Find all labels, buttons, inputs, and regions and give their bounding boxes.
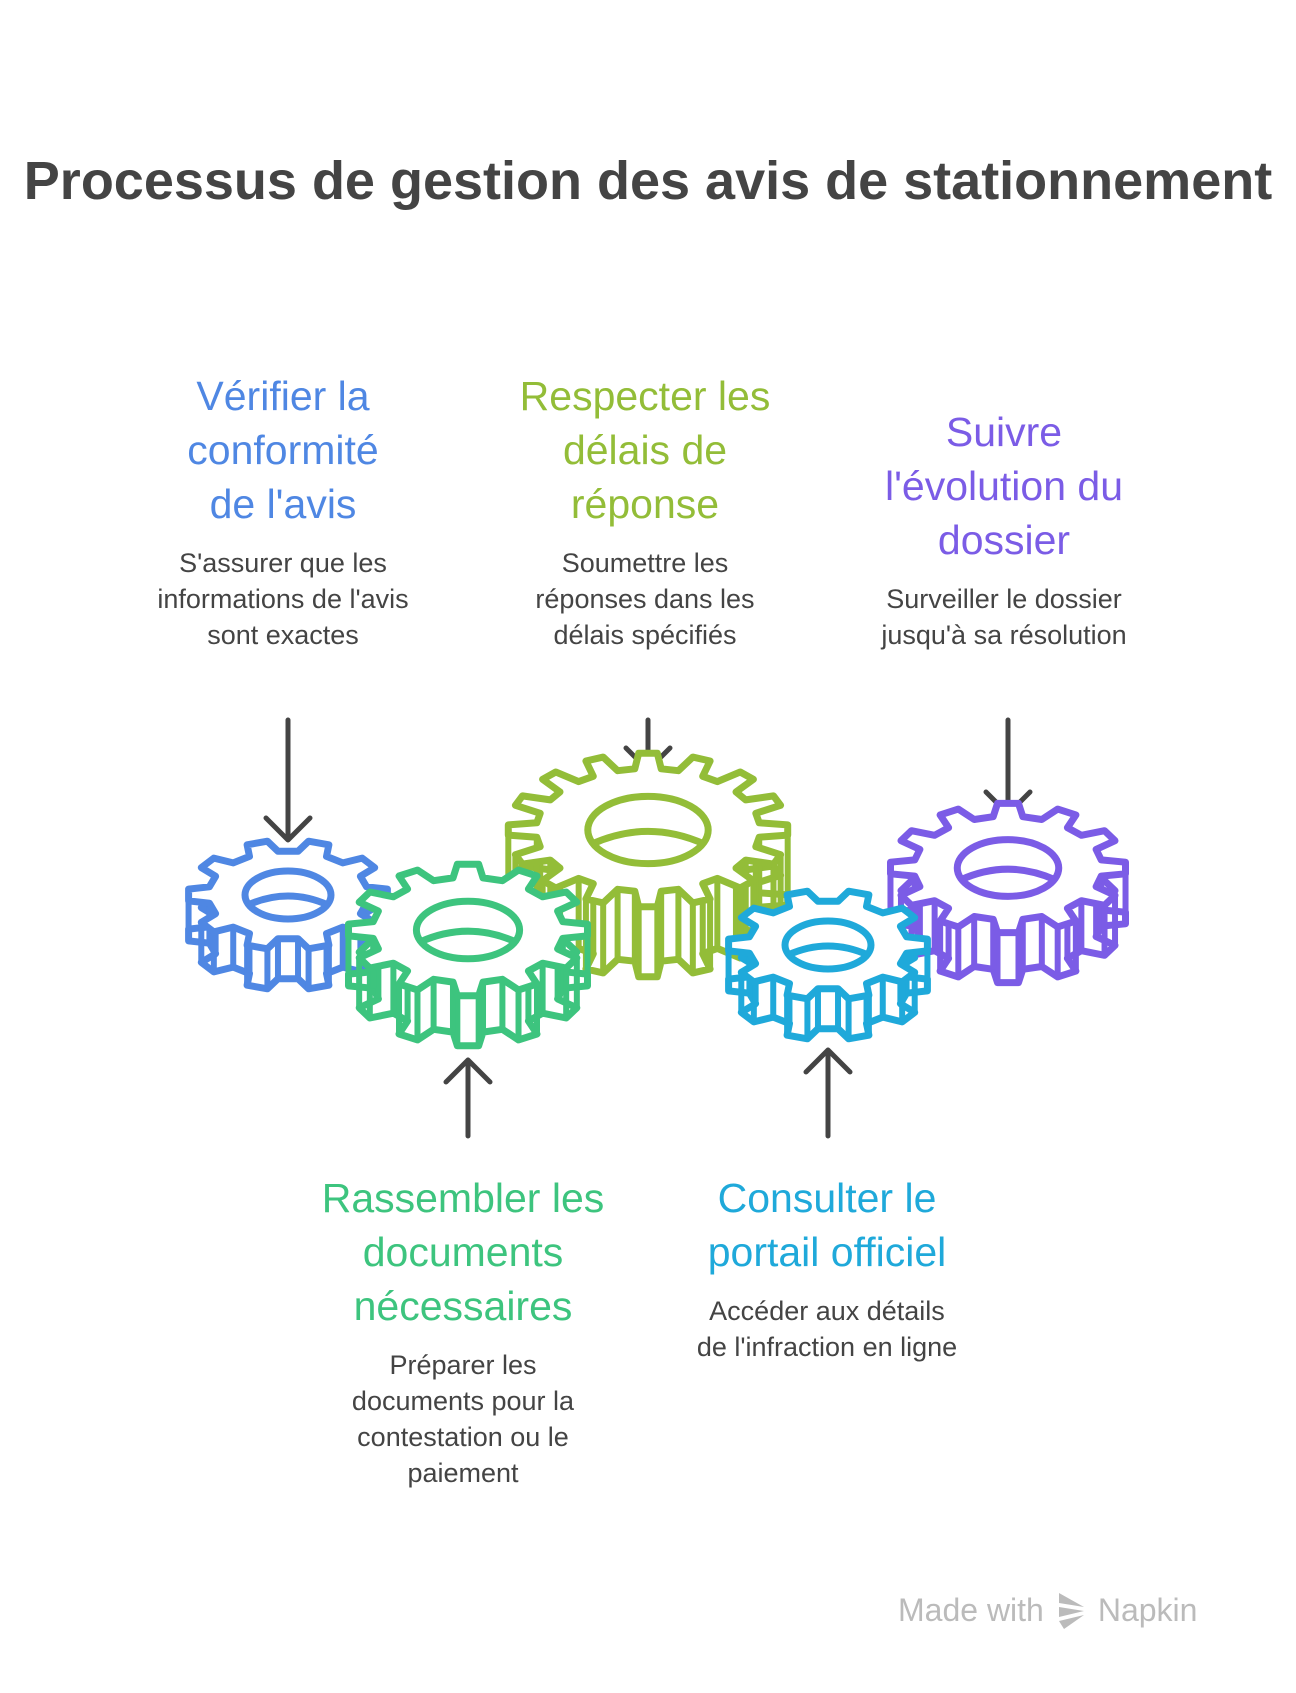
step-follow: Suivre l'évolution du dossier Surveiller… [844,405,1164,653]
arrow-up-icon [443,1057,493,1139]
made-with-label: Made with [898,1592,1044,1628]
page-title: Processus de gestion des avis de station… [23,151,1273,211]
arrow-up-icon [803,1047,853,1139]
gear-icon [345,860,591,1050]
step-description: Surveiller le dossier jusqu'à sa résolut… [881,584,1127,650]
step-description: S'assurer que les informations de l'avis… [157,548,409,650]
step-heading: Suivre l'évolution du dossier [884,409,1124,563]
arrow-down-icon [263,717,313,843]
napkin-logo-icon [1058,1592,1084,1629]
step-heading: Rassembler les documents nécessaires [321,1175,605,1329]
step-deadlines: Respecter les délais de réponse Soumettr… [485,369,805,653]
step-gather: Rassembler les documents nécessaires Pré… [318,1171,608,1491]
step-heading: Vérifier la conformité de l'avis [187,373,379,527]
step-description: Soumettre les réponses dans les délais s… [535,548,755,650]
napkin-branding: Made with Napkin [898,1592,1197,1629]
step-description: Préparer les documents pour la contestat… [351,1350,575,1488]
step-heading: Respecter les délais de réponse [519,373,771,527]
brand-label: Napkin [1097,1592,1198,1628]
step-heading: Consulter le portail officiel [707,1175,947,1275]
step-description: Accéder aux détails de l'infraction en l… [696,1296,958,1362]
gear-icon [725,887,931,1043]
step-portal: Consulter le portail officiel Accéder au… [667,1171,987,1365]
step-verify: Vérifier la conformité de l'avis S'assur… [123,369,443,653]
